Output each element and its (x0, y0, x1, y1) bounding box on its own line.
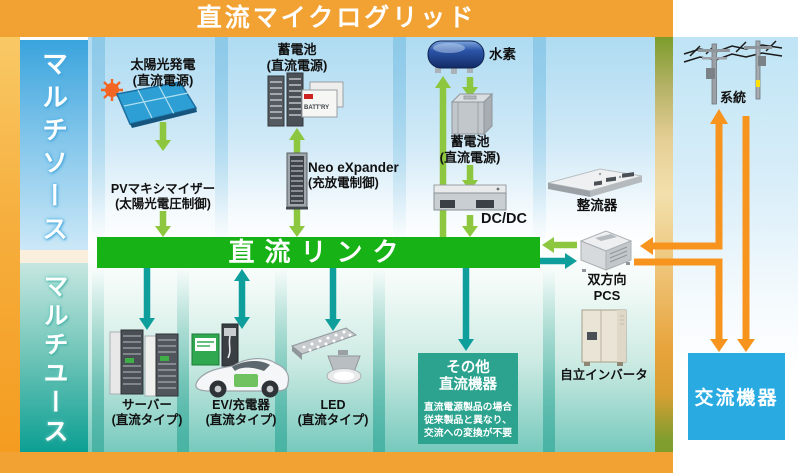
ev-charger-label: EV/充電器 (直流タイプ) (205, 398, 277, 428)
multi-use-panel: マルチユース (20, 263, 88, 452)
other-dc-title-line2: 直流機器 (439, 377, 497, 394)
storage-battery-label: 蓄電池 (直流電源) (266, 42, 328, 73)
dc-link-label: 直流リンク (228, 237, 409, 267)
multi-source-label: マルチソース (38, 50, 69, 248)
neo-expander-label: Neo eXpander (充放電制御) (308, 160, 399, 191)
dcdc-label: DC/DC (481, 211, 527, 227)
ac-equipment-box: 交流機器 (688, 353, 785, 440)
standalone-inverter-label: 自立インバータ (560, 368, 648, 382)
other-dc-note-line3: 交流への変換が不要 (423, 428, 513, 440)
column-separator (215, 37, 228, 242)
bidirectional-pcs-label: 双方向 PCS (587, 272, 627, 303)
column-separator (543, 268, 555, 452)
ac-equipment-label: 交流機器 (694, 388, 779, 409)
vertical-divider (655, 37, 673, 452)
grid-label: 系統 (719, 90, 746, 105)
panel-gap (20, 250, 88, 263)
hydrogen-battery-label: 蓄電池 (直流電源) (439, 134, 501, 165)
column-separator (92, 268, 104, 452)
solar-label: 太陽光発電 (直流電源) (130, 57, 196, 88)
column-separator (177, 268, 189, 452)
bottom-bar (0, 452, 673, 473)
column-separator (92, 37, 105, 242)
left-border (0, 37, 20, 452)
led-label: LED (直流タイプ) (297, 398, 369, 428)
hydrogen-label: 水素 (489, 47, 516, 62)
column-separator (373, 268, 385, 452)
column-separator (393, 37, 406, 242)
multi-source-panel: マルチソース (20, 40, 88, 250)
other-dc-note-line2: 従来製品と異なり、 (424, 415, 512, 426)
rectifier-label: 整流器 (576, 198, 618, 213)
multi-use-label: マルチユース (40, 273, 68, 447)
other-dc-title-line1: その他 (446, 360, 490, 376)
other-dc-equipment-box: その他 直流機器 直流電源製品の場合 従来製品と異なり、 交流への変換が不要 (418, 353, 518, 444)
pv-maximizer-label: PVマキシマイザー (太陽光電圧制御) (110, 182, 216, 212)
server-label: サーバー (直流タイプ) (111, 398, 183, 428)
page-title: 直流マイクログリッド (196, 4, 477, 32)
column-separator (533, 37, 546, 242)
other-dc-note-line1: 直流電源製品の場合 (423, 401, 513, 413)
header-bar: 直流マイクログリッド (0, 0, 673, 37)
dc-link-bus: 直流リンク (97, 237, 540, 268)
